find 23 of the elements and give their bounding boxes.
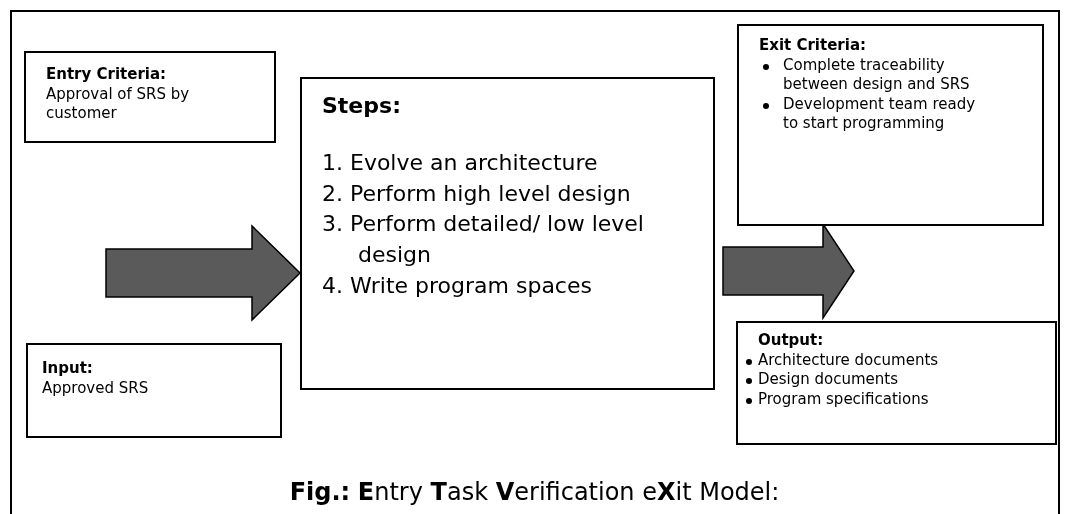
output-box	[736, 321, 1057, 445]
exit-criteria-box	[737, 24, 1044, 226]
steps-box	[300, 77, 715, 390]
figure-caption: Fig.: Entry Task Verification eXit Model:	[288, 478, 781, 506]
box-heading: Steps:	[322, 92, 402, 120]
box-heading: Input:	[42, 359, 94, 379]
box-heading: Output:	[758, 331, 825, 351]
step-item: 2. Perform high level design	[322, 179, 632, 208]
box-heading: Exit Criteria:	[759, 36, 867, 56]
step-item: 1. Evolve an architecture	[322, 148, 599, 177]
box-text: Approval of SRS by customer	[46, 84, 191, 124]
block-arrow	[105, 224, 302, 322]
step-item: 4. Write program spaces	[322, 272, 593, 300]
step-item: 3. Perform detailed/ low level design	[322, 210, 645, 270]
bullet-item: Architecture documents	[758, 350, 939, 369]
bullet-item: Development team ready to start programming	[783, 94, 976, 132]
box-text: Approved SRS	[42, 378, 150, 398]
box-heading: Entry Criteria:	[46, 65, 168, 85]
entry-criteria-box	[24, 51, 276, 143]
bullet-item: Program specifications	[758, 389, 929, 408]
input-box	[26, 343, 282, 438]
bullet-item: Design documents	[758, 370, 899, 388]
bullet-item: Complete traceability between design and SRS	[783, 55, 970, 93]
